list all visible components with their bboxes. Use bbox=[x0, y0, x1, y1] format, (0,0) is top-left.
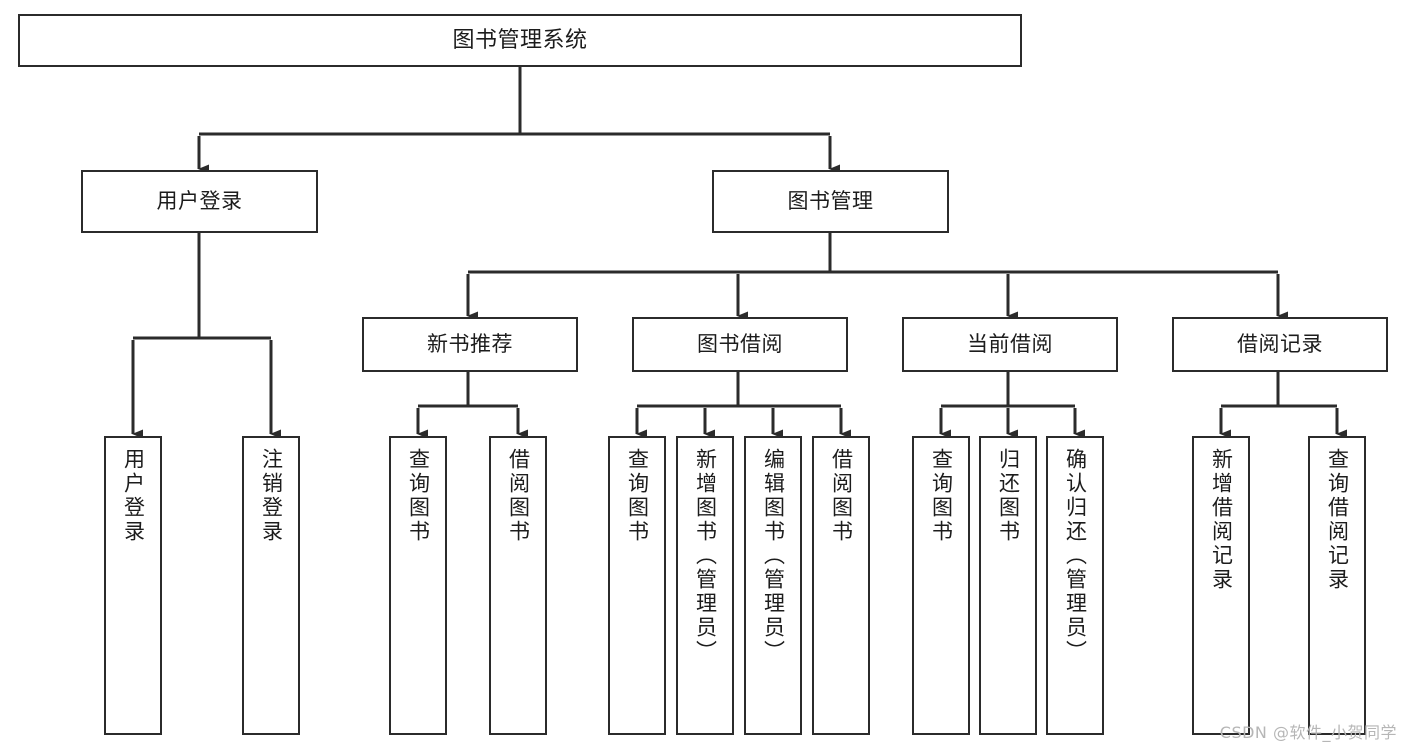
node-label: 新书推荐 bbox=[427, 332, 513, 357]
node-book-management[interactable]: 图书管理 bbox=[712, 170, 949, 233]
node-label: 新增借阅记录 bbox=[1209, 448, 1234, 592]
node-label: 借阅记录 bbox=[1237, 332, 1323, 357]
leaf-node-confirm-return-admin[interactable]: 确认归还（管理员） bbox=[1046, 436, 1104, 735]
node-label: 借阅图书 bbox=[506, 448, 531, 544]
node-label: 归还图书 bbox=[996, 448, 1021, 544]
node-root-book-management-system[interactable]: 图书管理系统 bbox=[18, 14, 1022, 67]
node-label: 查询图书 bbox=[929, 448, 954, 544]
node-current-borrow[interactable]: 当前借阅 bbox=[902, 317, 1118, 372]
node-label: 编辑图书（管理员） bbox=[761, 448, 786, 664]
node-label: 确认归还（管理员） bbox=[1063, 448, 1088, 664]
node-borrow-record[interactable]: 借阅记录 bbox=[1172, 317, 1388, 372]
leaf-node-borrow-book-recommend[interactable]: 借阅图书 bbox=[489, 436, 547, 735]
node-label: 查询借阅记录 bbox=[1325, 448, 1350, 592]
node-new-book-recommend[interactable]: 新书推荐 bbox=[362, 317, 578, 372]
leaf-node-edit-book-admin[interactable]: 编辑图书（管理员） bbox=[744, 436, 802, 735]
node-label: 借阅图书 bbox=[829, 448, 854, 544]
leaf-node-user-login[interactable]: 用户登录 bbox=[104, 436, 162, 735]
leaf-node-add-borrow-record[interactable]: 新增借阅记录 bbox=[1192, 436, 1250, 735]
node-label: 注销登录 bbox=[259, 448, 284, 544]
leaf-node-borrow-book[interactable]: 借阅图书 bbox=[812, 436, 870, 735]
node-label: 新增图书（管理员） bbox=[693, 448, 718, 664]
node-label: 图书管理 bbox=[787, 189, 874, 214]
node-label: 图书管理系统 bbox=[452, 27, 588, 53]
node-book-borrow[interactable]: 图书借阅 bbox=[632, 317, 848, 372]
leaf-node-add-book-admin[interactable]: 新增图书（管理员） bbox=[676, 436, 734, 735]
leaf-node-query-book-recommend[interactable]: 查询图书 bbox=[389, 436, 447, 735]
node-label: 查询图书 bbox=[625, 448, 650, 544]
watermark-text: CSDN @软件_小贺同学 bbox=[1219, 723, 1397, 742]
leaf-node-return-book[interactable]: 归还图书 bbox=[979, 436, 1037, 735]
node-label: 当前借阅 bbox=[967, 332, 1053, 357]
leaf-node-query-borrow-record[interactable]: 查询借阅记录 bbox=[1308, 436, 1366, 735]
leaf-node-query-book-borrow[interactable]: 查询图书 bbox=[608, 436, 666, 735]
node-label: 用户登录 bbox=[156, 189, 243, 214]
node-label: 图书借阅 bbox=[697, 332, 783, 357]
node-label: 用户登录 bbox=[121, 448, 146, 544]
leaf-node-logout[interactable]: 注销登录 bbox=[242, 436, 300, 735]
node-label: 查询图书 bbox=[406, 448, 431, 544]
leaf-node-query-book-current[interactable]: 查询图书 bbox=[912, 436, 970, 735]
node-user-login[interactable]: 用户登录 bbox=[81, 170, 318, 233]
